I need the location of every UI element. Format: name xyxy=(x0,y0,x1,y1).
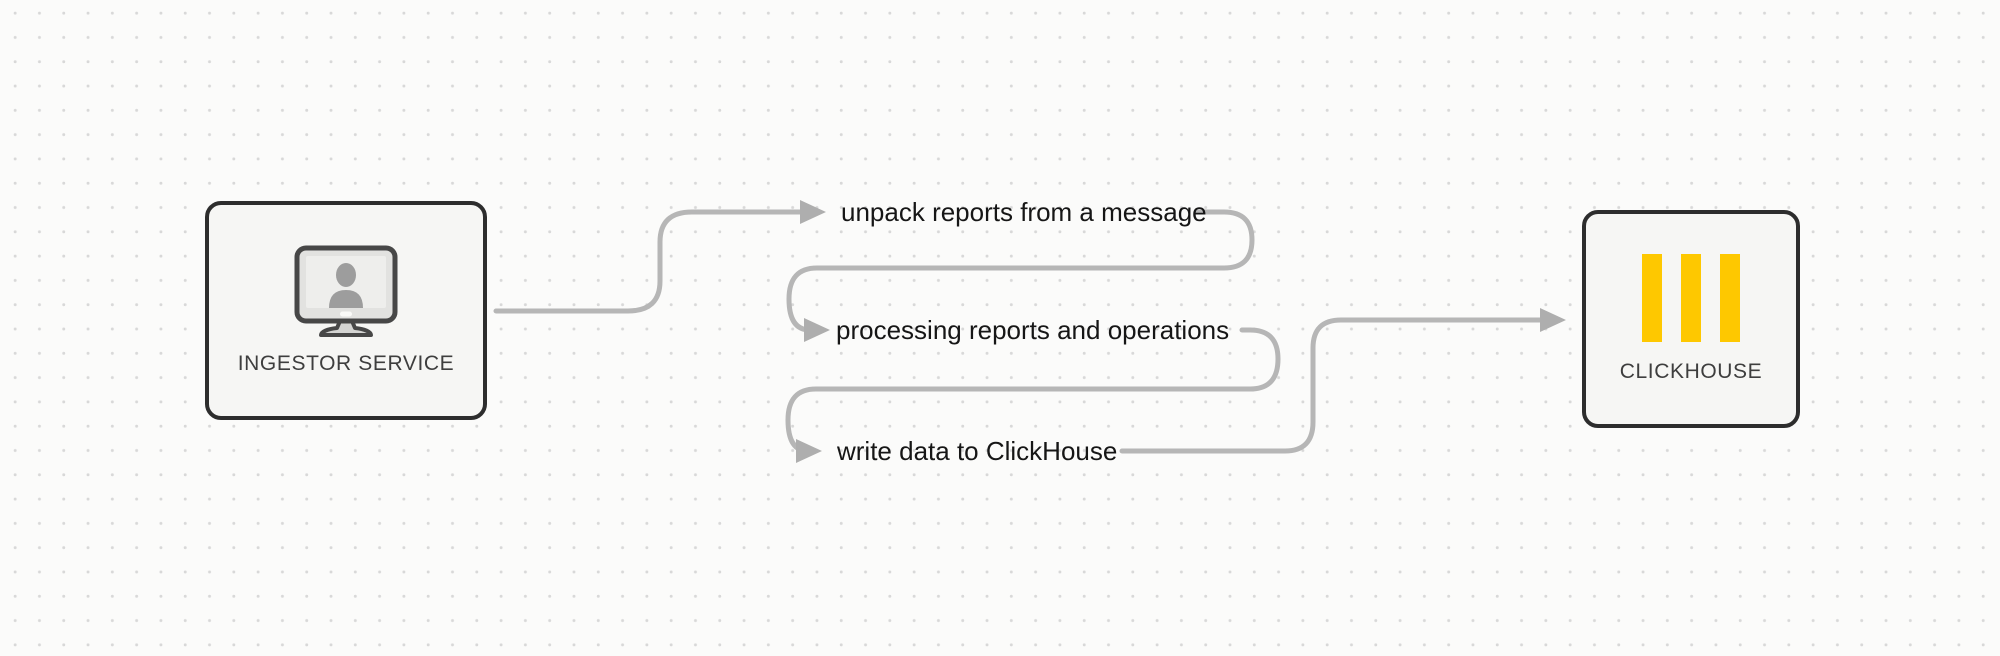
step-label-processing-reports: processing reports and operations xyxy=(836,315,1230,345)
step-label-unpack-reports: unpack reports from a message xyxy=(841,197,1207,227)
monitor-user-icon xyxy=(294,245,398,337)
arrowhead-step3 xyxy=(796,439,822,463)
step-label-write-data: write data to ClickHouse xyxy=(837,436,1118,466)
clickhouse-bars-icon xyxy=(1642,253,1740,342)
connector-step3-to-clickhouse xyxy=(1119,317,1543,454)
connector-step1-to-step2 xyxy=(786,209,1255,333)
connector-step2-to-step3 xyxy=(785,327,1281,454)
arrowhead-step2 xyxy=(804,318,830,342)
connector-ingestor-to-step1 xyxy=(493,209,803,314)
node-ingestor-service[interactable]: INGESTOR SERVICE xyxy=(205,201,487,420)
node-clickhouse[interactable]: CLICKHOUSE xyxy=(1582,210,1800,428)
node-label-ingestor: INGESTOR SERVICE xyxy=(237,351,455,375)
arrowhead-step1 xyxy=(800,200,826,224)
arrowhead-clickhouse xyxy=(1540,308,1566,332)
node-label-clickhouse: CLICKHOUSE xyxy=(1619,359,1763,383)
